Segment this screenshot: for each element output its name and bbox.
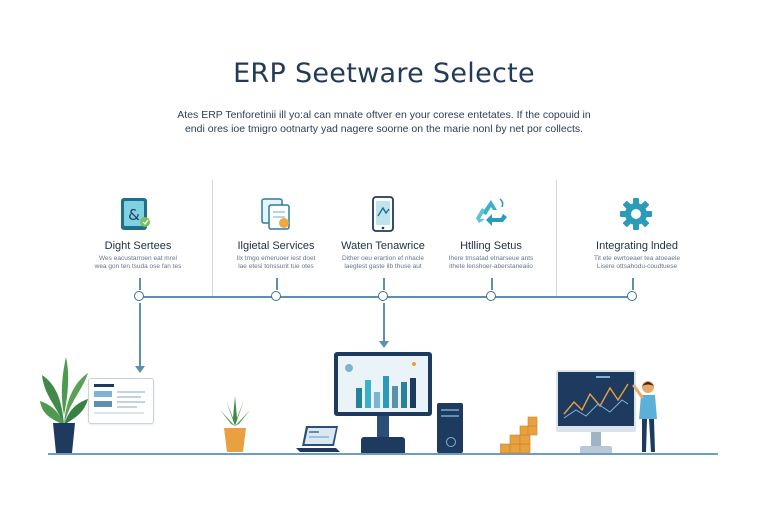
report-chart-icon [94, 384, 145, 414]
connector-line [491, 278, 493, 290]
step-5: Integrating lnded Tit ete ewrtoeaer tea … [582, 196, 692, 276]
timeline-node [486, 291, 496, 301]
step-desc: Wes eacustarroen eat mrel wea gon ten ts… [94, 255, 182, 270]
step-4: Htlling Setus Ihere tmsatad etnarseue an… [441, 196, 541, 276]
monitor-stand [591, 432, 601, 446]
person-illustration [632, 381, 657, 452]
phone-icon [372, 196, 394, 232]
connector-line [276, 278, 278, 290]
step-desc: Ihere tmsatad etnarseue ants ithete lens… [448, 255, 534, 270]
stacked-blocks-illustration [500, 416, 538, 454]
step-title: Dight Sertees [104, 240, 172, 252]
step-3: Waten Tenawrice Dither oeu erartion ef n… [333, 196, 433, 276]
svg-text:&: & [128, 206, 140, 224]
report-panel [88, 378, 154, 424]
connector-line [139, 303, 141, 369]
step-desc: Tit ete ewrtoeaer tea atoeaele Lisere ot… [593, 255, 681, 270]
connector-line [632, 278, 634, 290]
gear-icon [620, 198, 652, 230]
step-title: Integrating lnded [596, 240, 678, 252]
column-divider [212, 180, 213, 296]
server-tower [437, 403, 463, 453]
column-divider [556, 180, 557, 296]
connector-line [383, 278, 385, 290]
step-title: Ilgietal Services [237, 240, 315, 252]
step-1: & Dight Sertees Wes eacustarroen eat mre… [88, 196, 188, 276]
tablet-icon: & [121, 198, 150, 230]
intro-line-1: Ates ERP Tenforetinii ill yo:al can mnat… [177, 109, 591, 121]
documents-icon [261, 198, 290, 230]
timeline-node [378, 291, 388, 301]
step-2: Ilgietal Services Ilx tmgo emeruoer iest… [226, 196, 326, 276]
timeline-node [627, 291, 637, 301]
arrow-down-icon [379, 341, 389, 348]
step-title: Htlling Setus [460, 240, 522, 252]
step-desc: Dither oeu erartion ef nhacle laegtest g… [341, 255, 425, 270]
step-desc: Ilx tmgo emeruoer iest doet lae etesi to… [236, 255, 316, 270]
intro-text: Ates ERP Tenforetinii ill yo:al can mnat… [160, 108, 608, 136]
central-monitor [334, 352, 432, 416]
monitor-base [580, 446, 612, 453]
intro-line-2: endi ores ioe tmigro ootnarty yad nagere… [184, 123, 584, 135]
arrow-down-icon [135, 366, 145, 373]
plant-illustration [40, 357, 88, 453]
line-chart-icon [558, 372, 634, 426]
monitor-base [361, 437, 405, 453]
timeline-node [271, 291, 281, 301]
small-plant-illustration [220, 396, 250, 452]
connector-line [383, 303, 385, 343]
monitor-stand [377, 416, 389, 438]
bar-chart-icon [338, 356, 428, 412]
page-title: ERP Seetware Selecte [233, 58, 535, 89]
ground-line [48, 453, 718, 455]
connector-line [139, 278, 141, 290]
step-title: Waten Tenawrice [341, 240, 425, 252]
recycle-icon [476, 198, 507, 226]
timeline-node [134, 291, 144, 301]
laptop-illustration [296, 426, 340, 452]
analytics-monitor [556, 370, 636, 432]
